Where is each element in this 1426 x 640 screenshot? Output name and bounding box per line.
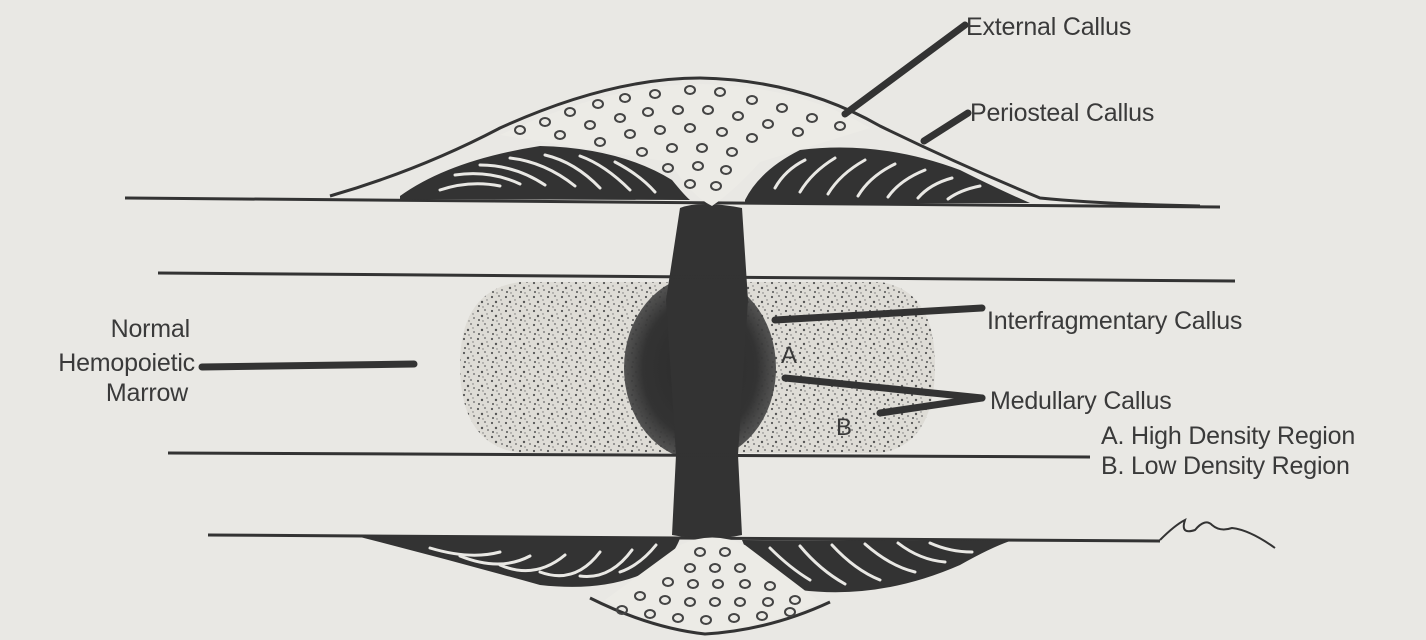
label-high-density-region: A. High Density Region bbox=[1101, 423, 1355, 449]
label-normal-marrow-line1: Normal bbox=[0, 316, 190, 342]
artist-signature bbox=[1160, 520, 1275, 548]
region-label-a: A bbox=[781, 342, 797, 370]
label-low-density-region: B. Low Density Region bbox=[1101, 453, 1350, 479]
label-normal-marrow-line2: Hemopoietic bbox=[0, 350, 195, 376]
leader-external-callus bbox=[845, 25, 965, 114]
leader-normal-marrow bbox=[202, 364, 414, 367]
region-label-b: B bbox=[836, 414, 852, 442]
interfragmentary-callus-shape bbox=[666, 204, 748, 539]
label-medullary-callus: Medullary Callus bbox=[990, 388, 1172, 414]
label-periosteal-callus: Periosteal Callus bbox=[970, 100, 1154, 126]
leader-periosteal-callus bbox=[924, 113, 968, 141]
periosteal-callus-lower-left bbox=[360, 537, 680, 587]
label-external-callus: External Callus bbox=[966, 14, 1131, 40]
label-normal-marrow-line3: Marrow bbox=[0, 380, 188, 406]
label-interfragmentary-callus: Interfragmentary Callus bbox=[987, 308, 1242, 334]
